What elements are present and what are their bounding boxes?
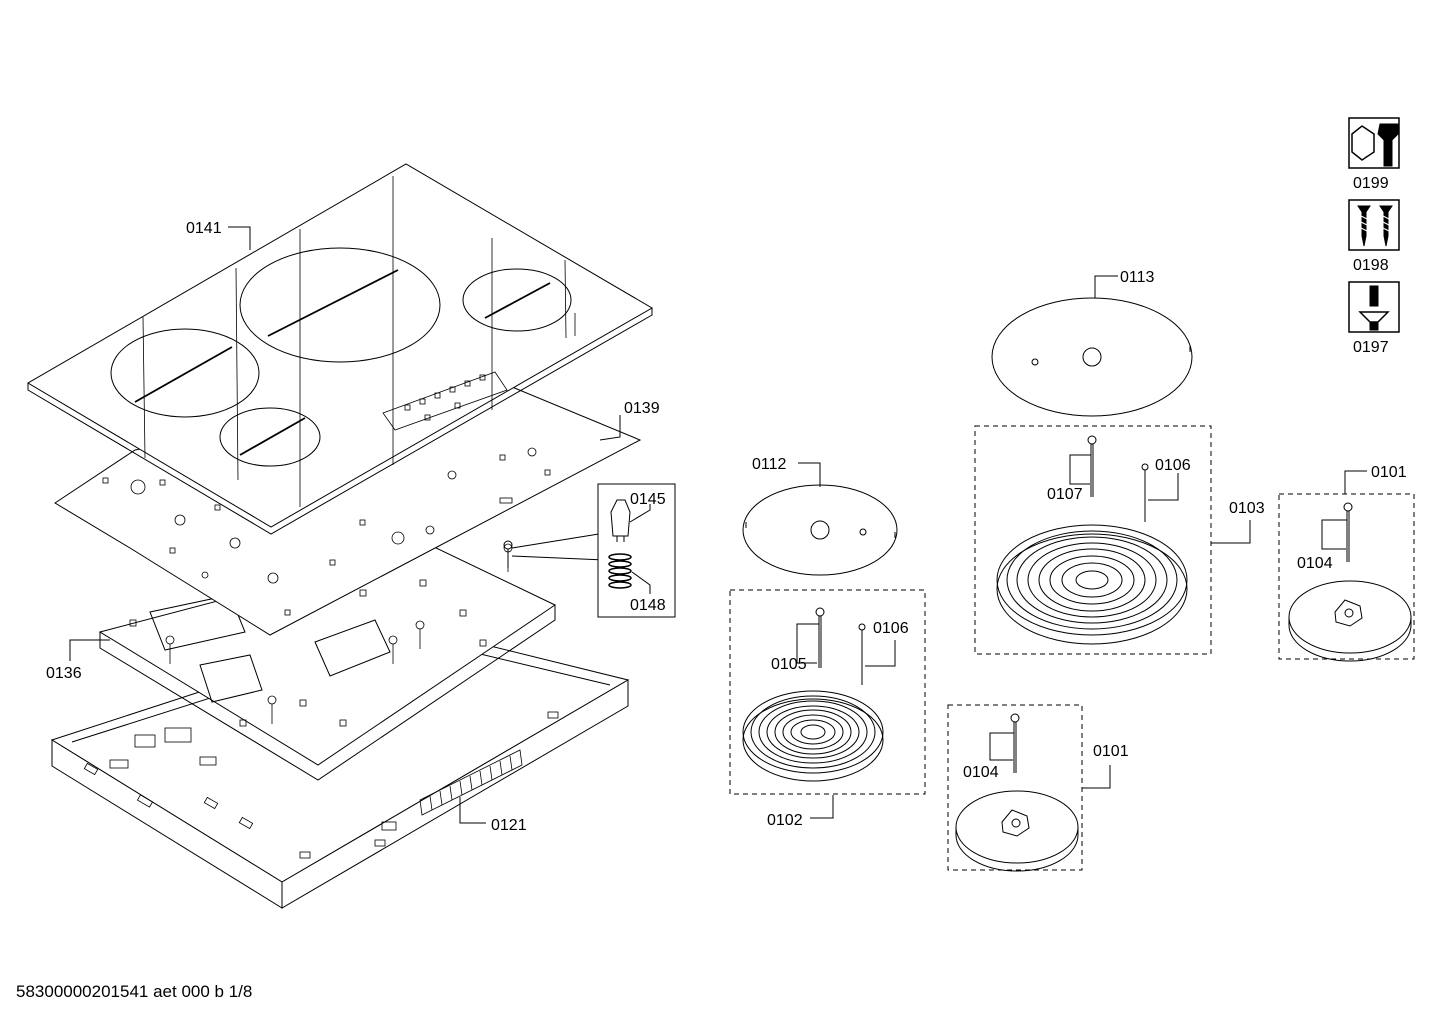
group-0103 <box>974 425 1251 655</box>
label-0106-lower: 0106 <box>873 620 909 637</box>
group-0101-right <box>1278 470 1415 662</box>
label-0103: 0103 <box>1229 500 1265 517</box>
screws-icon <box>1348 199 1400 251</box>
label-0197: 0197 <box>1353 339 1389 356</box>
label-0145: 0145 <box>630 491 666 508</box>
label-0198: 0198 <box>1353 257 1389 274</box>
spring-detail <box>503 483 676 618</box>
glass-cooktop-part <box>27 163 653 535</box>
label-0102: 0102 <box>767 812 803 829</box>
document-footer-id: 58300000201541 aet 000 b 1/8 <box>16 982 253 1001</box>
label-0141: 0141 <box>186 220 222 237</box>
screwdriver-icon <box>1348 281 1400 333</box>
group-0101-lower <box>947 704 1111 872</box>
label-0112: 0112 <box>752 456 787 473</box>
bottom-housing-part <box>50 624 630 909</box>
label-0199: 0199 <box>1353 175 1389 192</box>
group-0102 <box>729 589 926 819</box>
label-0107: 0107 <box>1047 486 1083 503</box>
wrench-nut-icon <box>1348 117 1400 169</box>
label-0148: 0148 <box>630 597 666 614</box>
part-labels: 0141 0139 0145 0148 0136 0121 0112 0105 … <box>46 175 1407 834</box>
label-0121: 0121 <box>491 817 527 834</box>
label-0101-right: 0101 <box>1371 464 1407 481</box>
disc-0113 <box>991 275 1193 417</box>
disc-0112 <box>742 462 898 576</box>
label-0104-right: 0104 <box>1297 555 1333 572</box>
label-0139: 0139 <box>624 400 660 417</box>
label-0136: 0136 <box>46 665 82 682</box>
label-0104-lower: 0104 <box>963 764 999 781</box>
label-0113: 0113 <box>1120 269 1155 286</box>
label-0106-upper: 0106 <box>1155 457 1191 474</box>
label-0105: 0105 <box>771 656 807 673</box>
label-0101-lower: 0101 <box>1093 743 1129 760</box>
